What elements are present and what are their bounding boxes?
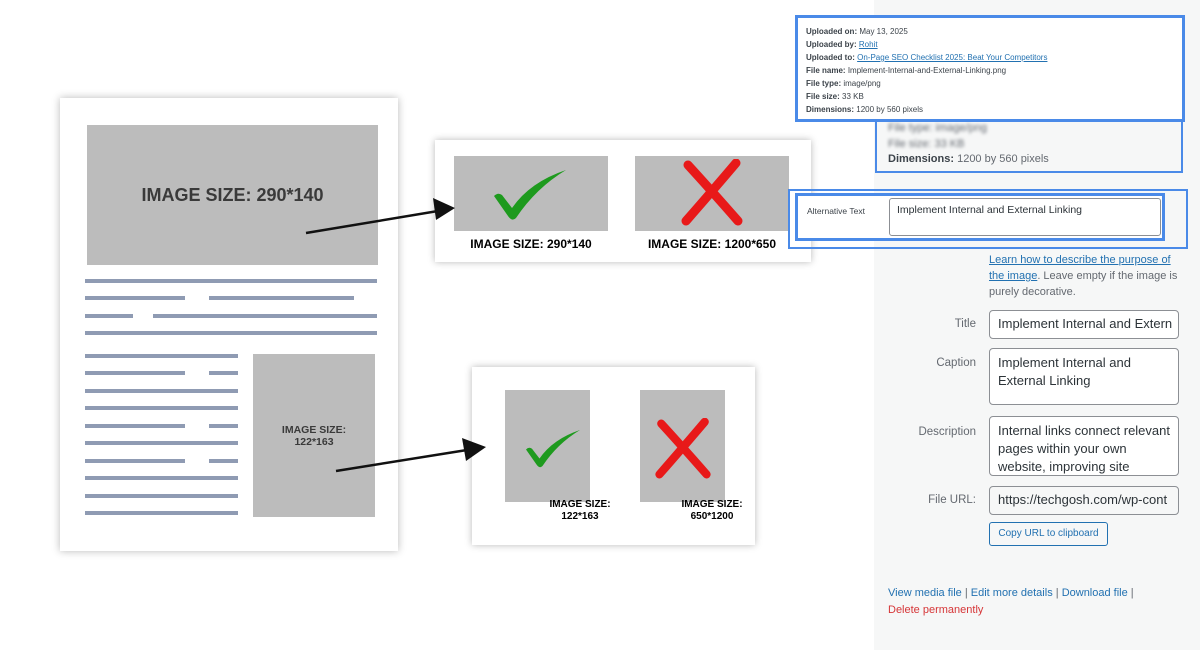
description-label: Description <box>918 426 976 438</box>
uploaded-on-label: Uploaded on: <box>806 27 858 36</box>
dimensions-label: Dimensions: <box>806 105 855 114</box>
arrow-to-portrait-card <box>335 448 468 473</box>
caption-textarea[interactable]: Implement Internal and External Linking <box>989 348 1179 405</box>
dimensions-row: Dimensions: 1200 by 560 pixels <box>888 153 1049 165</box>
file-type-value: image/png <box>843 79 881 88</box>
dimensions-label: Dimensions: <box>888 153 955 165</box>
attachment-actions: View media file | Edit more details | Do… <box>888 585 1188 619</box>
text-line <box>85 441 238 445</box>
text-line <box>209 371 238 375</box>
text-line <box>85 354 238 358</box>
file-url-label: File URL: <box>928 494 976 506</box>
portrait-comparison-card: IMAGE SIZE: 122*163 IMAGE SIZE: 650*1200 <box>472 367 755 545</box>
text-line <box>85 389 238 393</box>
text-line <box>85 424 185 428</box>
alt-text-input[interactable]: Implement Internal and External Linking <box>889 198 1161 236</box>
text-line <box>85 331 377 335</box>
check-icon <box>494 170 566 220</box>
text-line <box>85 511 238 515</box>
inline-image-placeholder: IMAGE SIZE: 122*163 <box>253 354 375 517</box>
copy-url-button[interactable]: Copy URL to clipboard <box>989 522 1108 546</box>
file-type-label: File type: <box>806 79 842 88</box>
file-name-label: File name: <box>806 66 846 75</box>
alt-text-highlight-frame <box>788 189 1188 249</box>
wrong-size-caption: IMAGE SIZE: 1200*650 <box>647 237 777 251</box>
wrong-size-thumbnail <box>640 390 725 502</box>
document-mockup: IMAGE SIZE: 290*140 IMAGE SIZE: 122*163 <box>60 98 398 551</box>
uploaded-by-label: Uploaded by: <box>806 40 857 49</box>
file-size-value: 33 KB <box>842 92 864 101</box>
inline-image-size-label: IMAGE SIZE: 122*163 <box>281 424 347 448</box>
text-line <box>85 296 185 300</box>
blurred-file-type: File type: image/png <box>888 122 988 134</box>
arrow-to-landscape-card <box>305 207 451 235</box>
text-line <box>85 406 238 410</box>
separator: | <box>1055 587 1059 599</box>
text-line <box>153 314 377 318</box>
arrowhead <box>433 198 455 220</box>
view-media-link[interactable]: View media file <box>888 587 962 599</box>
dimensions-row: Dimensions: 1200 by 560 pixels <box>806 103 1174 116</box>
delete-permanently-link[interactable]: Delete permanently <box>888 604 984 616</box>
file-size-label: File size: <box>806 92 840 101</box>
text-line <box>85 494 238 498</box>
separator: | <box>964 587 968 599</box>
download-file-link[interactable]: Download file <box>1061 587 1128 599</box>
alt-help-link-continued[interactable]: the image <box>989 270 1038 282</box>
text-line <box>85 371 185 375</box>
arrowhead <box>462 438 486 461</box>
correct-size-thumbnail <box>505 390 590 502</box>
featured-image-size-label: IMAGE SIZE: 290*140 <box>141 185 324 205</box>
alt-help-text: . Leave empty if the image is purely dec… <box>989 270 1178 298</box>
alt-text-callout: Alternative Text Implement Internal and … <box>795 193 1165 241</box>
text-line <box>209 459 238 463</box>
text-line <box>85 459 185 463</box>
file-name-value: Implement-Internal-and-External-Linking.… <box>847 66 1007 75</box>
cross-icon <box>681 159 743 226</box>
parent-post-link[interactable]: On-Page SEO Checklist 2025: Beat Your Co… <box>857 53 1048 62</box>
file-metadata-callout: Uploaded on: May 13, 2025 Uploaded by: R… <box>795 15 1185 122</box>
text-line <box>209 424 238 428</box>
edit-details-link[interactable]: Edit more details <box>970 587 1053 599</box>
wrong-size-caption: IMAGE SIZE: 650*1200 <box>681 499 743 522</box>
cross-icon <box>655 418 711 479</box>
file-type-row: File type: image/png <box>806 77 1174 90</box>
alt-help-link[interactable]: Learn how to describe the purpose of <box>989 254 1171 266</box>
uploaded-to-label: Uploaded to: <box>806 53 855 62</box>
file-size-row: File size: 33 KB <box>806 90 1174 103</box>
title-input[interactable]: Implement Internal and Extern <box>989 310 1179 339</box>
wrong-size-thumbnail <box>635 156 789 231</box>
file-url-input[interactable]: https://techgosh.com/wp-cont <box>989 486 1179 515</box>
uploaded-on-row: Uploaded on: May 13, 2025 <box>806 25 1174 38</box>
correct-size-thumbnail <box>454 156 608 231</box>
uploaded-to-row: Uploaded to: On-Page SEO Checklist 2025:… <box>806 51 1174 64</box>
alt-text-help: Learn how to describe the purpose of the… <box>989 252 1185 300</box>
separator: | <box>1130 587 1134 599</box>
landscape-comparison-card: IMAGE SIZE: 290*140 IMAGE SIZE: 1200*650 <box>435 140 811 262</box>
correct-size-caption: IMAGE SIZE: 122*163 <box>549 499 611 522</box>
title-label: Title <box>954 318 976 330</box>
uploader-link[interactable]: Rohit <box>858 40 878 49</box>
check-icon <box>526 430 580 468</box>
text-line <box>85 314 133 318</box>
blurred-file-size: File size: 33 KB <box>888 138 965 150</box>
dimensions-value: 1200 by 560 pixels <box>856 105 923 114</box>
description-textarea[interactable]: Internal links connect relevant pages wi… <box>989 416 1179 476</box>
text-line <box>209 296 354 300</box>
featured-image-placeholder: IMAGE SIZE: 290*140 <box>87 125 378 265</box>
uploaded-by-row: Uploaded by: Rohit <box>806 38 1174 51</box>
file-name-row: File name: Implement-Internal-and-Extern… <box>806 64 1174 77</box>
correct-size-caption: IMAGE SIZE: 290*140 <box>470 237 592 251</box>
text-line <box>85 279 377 283</box>
dimensions-value: 1200 by 560 pixels <box>957 153 1049 165</box>
uploaded-on-value: May 13, 2025 <box>859 27 908 36</box>
text-line <box>85 476 238 480</box>
caption-label: Caption <box>936 357 976 369</box>
alt-text-label: Alternative Text <box>807 206 865 216</box>
